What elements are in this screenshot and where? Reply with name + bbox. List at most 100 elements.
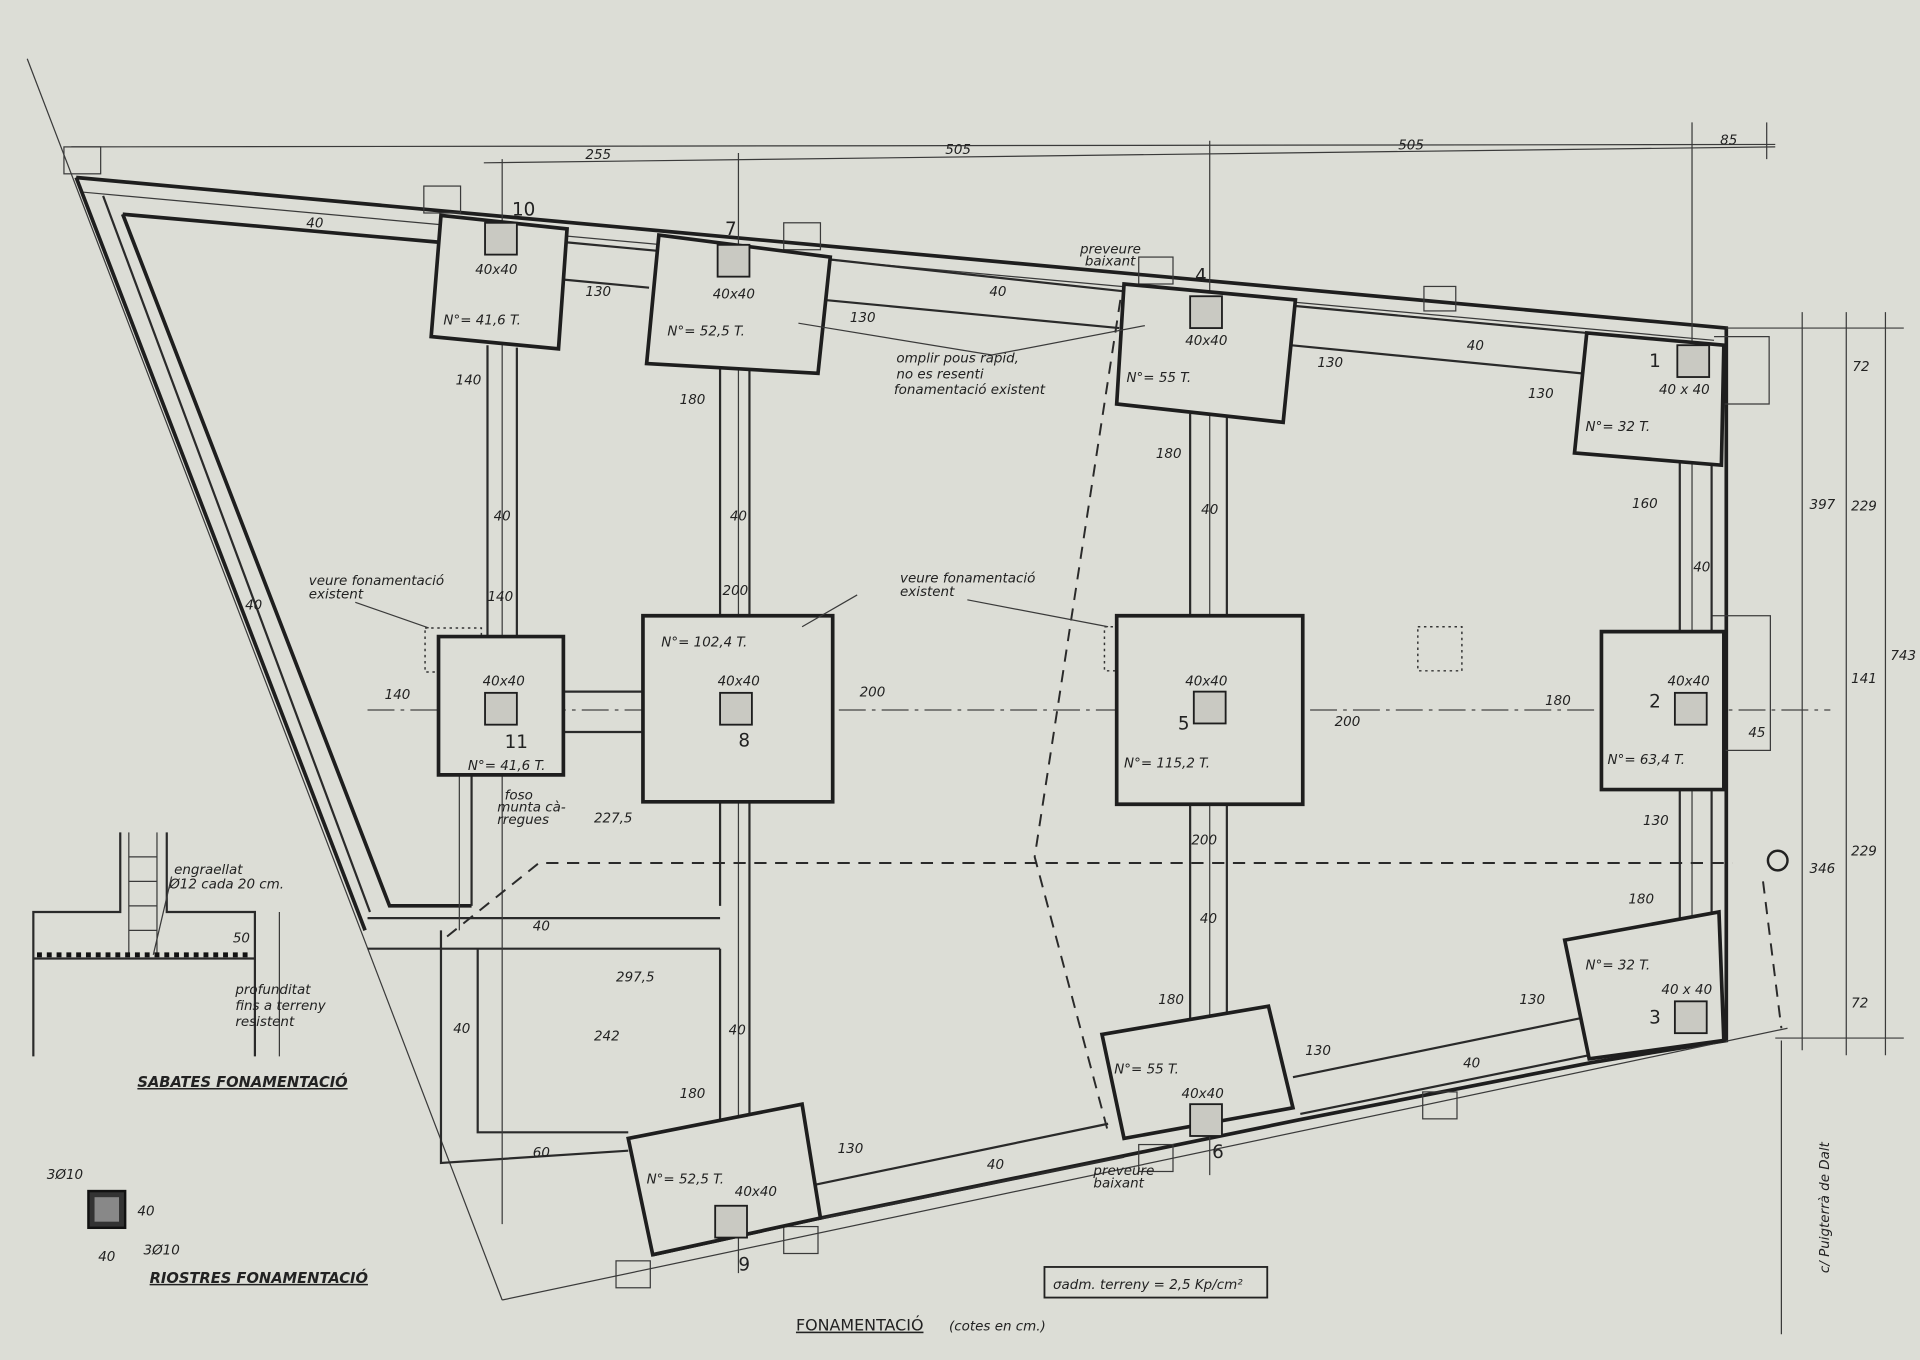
- soil-capacity-note: σadm. terreny = 2,5 Kp/cm²: [1053, 1278, 1243, 1293]
- dimension-label: 140: [385, 688, 411, 703]
- dimension-label: 40: [245, 599, 262, 614]
- column-icon: [719, 691, 753, 726]
- right-dim: 397: [1810, 498, 1836, 513]
- dimension-label: 40: [987, 1158, 1004, 1173]
- dimension-label: 180: [1545, 694, 1571, 709]
- dimension-label: 242: [594, 1030, 620, 1045]
- footing-number: 5: [1178, 714, 1190, 735]
- drawing-title-note: (cotes en cm.): [949, 1320, 1046, 1335]
- dimension-label: 40: [306, 217, 323, 232]
- dimension-label: 40: [494, 509, 511, 524]
- footing-load: N°= 41,6 T.: [443, 313, 520, 328]
- right-dim: 72: [1852, 360, 1869, 375]
- column-icon: [1189, 295, 1223, 329]
- column-size: 40x40: [475, 263, 517, 278]
- footing-number: 6: [1212, 1142, 1224, 1163]
- column-icon: [484, 691, 518, 726]
- top-dim: 255: [585, 148, 611, 163]
- footing-load: N°= 63,4 T.: [1608, 753, 1685, 768]
- rebar-bottom-label: 3Ø10: [144, 1244, 180, 1259]
- right-dim: 346: [1810, 862, 1836, 877]
- footing-5: N°= 115,2 T. 40x40 5: [1114, 613, 1305, 807]
- building-outline: [26, 58, 1788, 1301]
- dimension-label: 180: [1156, 447, 1182, 462]
- dimension-label: 130: [1305, 1044, 1331, 1059]
- column-icon: [1676, 344, 1711, 378]
- footing-outline: [1099, 1004, 1296, 1141]
- column-icon: [484, 221, 518, 256]
- top-dim: 505: [945, 143, 971, 158]
- footing-1: N°= 32 T.40 x 401: [1572, 330, 1726, 468]
- column-size: 40 x 40: [1661, 983, 1712, 998]
- dimension-label: 40: [989, 285, 1006, 300]
- footing-number: 8: [738, 731, 750, 752]
- column-icon: [1189, 1103, 1223, 1137]
- column-icon: [1673, 1000, 1708, 1035]
- footing-load: N°= 115,2 T.: [1124, 757, 1210, 772]
- dimension-label: 130: [850, 311, 876, 326]
- manhole-icon: [1766, 849, 1789, 872]
- soil-capacity-box: [1043, 1266, 1269, 1299]
- dimension-label: 130: [1519, 993, 1545, 1008]
- dimension-label: 130: [1528, 387, 1554, 402]
- dimension-label: 200: [1335, 715, 1361, 730]
- rebar-top-label: 3Ø10: [47, 1168, 83, 1183]
- column-size: 40x40: [735, 1185, 777, 1200]
- column-icon: [714, 1204, 748, 1239]
- dimension-label: 140: [487, 590, 513, 605]
- footing-outline: [1599, 629, 1726, 792]
- dimension-label: 180: [1628, 892, 1654, 907]
- dimension-label: 40: [1467, 339, 1484, 354]
- right-dim: 229: [1851, 499, 1877, 514]
- dimension-label: 60: [533, 1146, 550, 1161]
- footing-load: N°= 41,6 T.: [468, 759, 545, 774]
- dimension-labels: 40 130 140 180 130 40 130 40 130 180 1 60 40 40 40 40 40…: [245, 217, 1765, 1173]
- column-size: 40 x 40: [1659, 383, 1710, 398]
- column-icon: [1192, 690, 1227, 725]
- tie-beam-section-detail: 3Ø10 40 40 3Ø10 RIOSTRES FONAMENTACIÓ: [47, 1168, 368, 1287]
- footing-load: N°= 32 T.: [1586, 959, 1651, 974]
- footing-outline: [1114, 281, 1298, 425]
- right-dim: 743: [1890, 649, 1916, 664]
- dimension-label: 40: [1463, 1056, 1480, 1071]
- existing-foundations: [424, 621, 1463, 673]
- dimension-label: 130: [585, 285, 611, 300]
- dimension-label: 130: [1643, 814, 1669, 829]
- footing-outline: [626, 1101, 823, 1257]
- dimension-label: 180: [680, 393, 706, 408]
- column-size: 40x40: [1185, 334, 1227, 349]
- dimension-label: 297,5: [616, 971, 655, 986]
- dimension-label: 40: [729, 1023, 746, 1038]
- dimension-label: 140: [456, 373, 482, 388]
- top-dim: 85: [1720, 133, 1737, 148]
- top-dim: 505: [1398, 138, 1424, 153]
- footing-outline: [429, 213, 570, 351]
- footing-number: 1: [1649, 351, 1661, 372]
- right-dim: 229: [1851, 845, 1877, 860]
- footing-number: 3: [1649, 1007, 1661, 1028]
- column-size: 40x40: [1185, 675, 1227, 690]
- footing-load: N°= 55 T.: [1126, 371, 1191, 386]
- footing-section-title: SABATES FONAMENTACIÓ: [137, 1073, 347, 1091]
- tie-beam-section-title: RIOSTRES FONAMENTACIÓ: [150, 1269, 368, 1287]
- footing-load: N°= 52,5 T.: [667, 324, 744, 339]
- dimension-label: 40: [453, 1022, 470, 1037]
- dimension-label: 40: [1200, 912, 1217, 927]
- footing-number: 10: [512, 199, 535, 220]
- drain-route: [446, 299, 1789, 1133]
- dimension-label: 200: [1191, 834, 1217, 849]
